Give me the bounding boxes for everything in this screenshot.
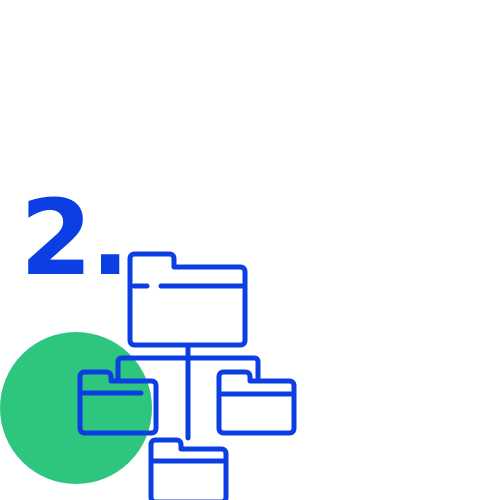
step-number: 2. — [20, 177, 130, 299]
tree-connector — [115, 343, 261, 441]
child-folder-left-icon — [77, 369, 159, 436]
child-folder-bottom-icon — [148, 437, 229, 500]
accent-circle — [0, 332, 152, 484]
child-folder-right-icon — [216, 369, 297, 436]
parent-folder-icon — [127, 251, 248, 348]
